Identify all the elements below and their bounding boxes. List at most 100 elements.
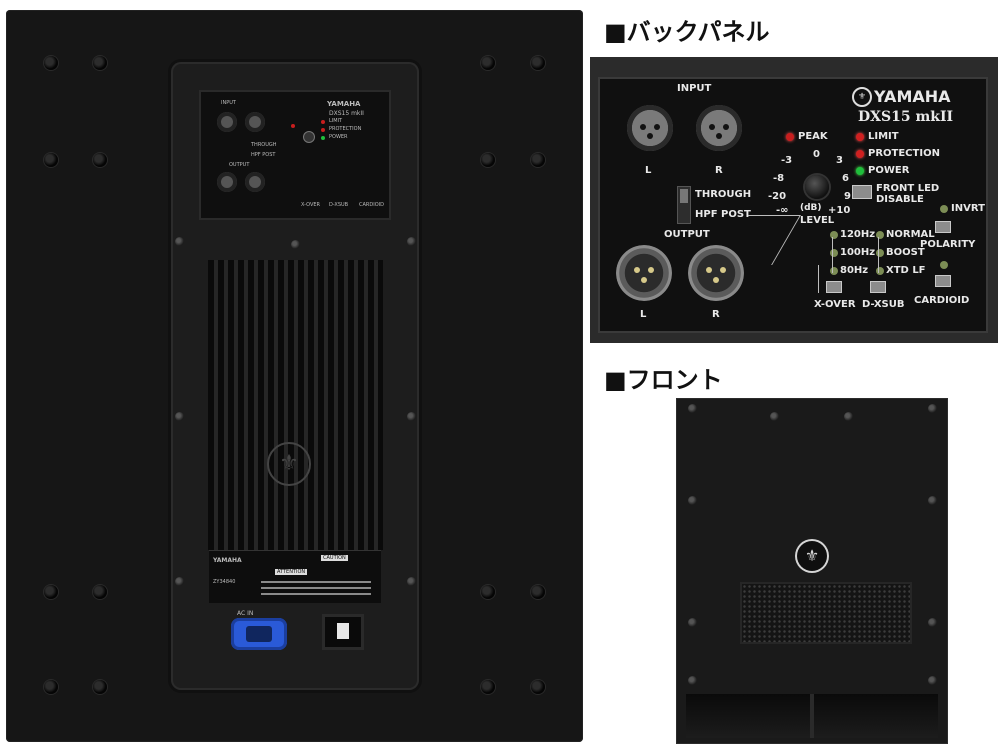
dial-m8: -8 bbox=[773, 173, 785, 184]
hpf-line bbox=[818, 265, 819, 293]
screw bbox=[93, 680, 107, 694]
dial-p10: +10 bbox=[828, 205, 851, 216]
xlr-input-l-jack bbox=[627, 105, 673, 151]
xlr-output-l-jack bbox=[616, 245, 672, 301]
screw bbox=[93, 56, 107, 70]
label-fine-print bbox=[261, 581, 371, 583]
yamaha-emblem-icon: ⚜ bbox=[267, 442, 311, 486]
heatsink bbox=[208, 260, 383, 550]
level-label: LEVEL bbox=[800, 215, 835, 226]
screw bbox=[928, 496, 937, 505]
input-label: INPUT bbox=[677, 83, 712, 94]
through-label: THROUGH bbox=[695, 189, 752, 200]
polarity-button bbox=[935, 221, 951, 233]
cardioid-button bbox=[935, 275, 951, 287]
xlr-output-r-jack bbox=[688, 245, 744, 301]
cardioid-label: CARDIOID bbox=[914, 295, 970, 306]
dxsub-xtd-led bbox=[876, 267, 884, 275]
xlr-input-r bbox=[245, 112, 265, 132]
brand-name: YAMAHA bbox=[874, 87, 951, 106]
back-panel-face: INPUT L R THROUGH HPF POST OUTPUT L R ⚜ … bbox=[600, 79, 986, 331]
dial-p3: 3 bbox=[836, 155, 843, 166]
screw bbox=[531, 680, 545, 694]
model-name: DXS15 mkII bbox=[858, 109, 954, 125]
mini-hpf-post: HPF POST bbox=[251, 152, 276, 158]
mini-output-label: OUTPUT bbox=[229, 162, 250, 168]
front-heading-text: ■フロント bbox=[604, 366, 723, 394]
mini-input-label: INPUT bbox=[221, 100, 236, 106]
dxsub-boost-label: BOOST bbox=[886, 247, 925, 258]
dial-p9: 9 bbox=[844, 191, 851, 202]
screw bbox=[481, 56, 495, 70]
front-view-photo: ⚜ bbox=[676, 398, 948, 744]
front-led-disable-button bbox=[852, 185, 872, 199]
xlr-output-r bbox=[245, 172, 265, 192]
disable-label: DISABLE bbox=[876, 194, 924, 205]
screw bbox=[481, 153, 495, 167]
xover-80-led bbox=[830, 267, 838, 275]
hpf-line bbox=[748, 215, 800, 216]
screw bbox=[291, 240, 300, 249]
dial-m3: -3 bbox=[781, 155, 793, 166]
front-led-label: FRONT LED bbox=[876, 183, 940, 194]
dxsub-normal-label: NORMAL bbox=[886, 229, 935, 240]
screw bbox=[175, 577, 184, 586]
mini-through: THROUGH bbox=[251, 142, 277, 148]
dial-zero: 0 bbox=[813, 149, 820, 160]
level-knob bbox=[805, 175, 829, 199]
xover-100-label: 100Hz bbox=[840, 247, 876, 258]
dial-minf: -∞ bbox=[776, 205, 789, 216]
amplifier-module: INPUT YAMAHA DXS15 mkII LIMIT PROTECTION… bbox=[171, 62, 419, 690]
dial-m20: -20 bbox=[768, 191, 787, 202]
cardioid-led bbox=[940, 261, 948, 269]
label-fine-print bbox=[261, 587, 371, 589]
screw bbox=[770, 412, 779, 421]
screw bbox=[531, 56, 545, 70]
screw bbox=[688, 496, 697, 505]
mini-cardioid: CARDIOID bbox=[359, 202, 384, 208]
mini-limit-led bbox=[321, 120, 325, 124]
d-xsub-label: D-XSUB bbox=[862, 299, 905, 310]
peak-label: PEAK bbox=[798, 131, 828, 142]
xlr-input-r-jack bbox=[696, 105, 742, 151]
polarity-label: POLARITY bbox=[920, 239, 976, 250]
screw bbox=[688, 404, 697, 413]
xover-80-label: 80Hz bbox=[840, 265, 869, 276]
xlr-output-l bbox=[217, 172, 237, 192]
screw bbox=[44, 585, 58, 599]
mini-d-xsub: D-XSUB bbox=[329, 202, 349, 208]
label-attention: ATTENTION bbox=[275, 569, 308, 575]
screw bbox=[481, 680, 495, 694]
screw bbox=[688, 676, 697, 685]
rating-label: YAMAHA ZY34840 CAUTION ATTENTION bbox=[209, 550, 381, 603]
screw bbox=[531, 585, 545, 599]
screw bbox=[481, 585, 495, 599]
power-label: POWER bbox=[868, 165, 910, 176]
screw bbox=[531, 153, 545, 167]
back-panel-closeup: INPUT L R THROUGH HPF POST OUTPUT L R ⚜ … bbox=[590, 57, 998, 343]
through-hpf-switch bbox=[678, 187, 690, 223]
xover-120-label: 120Hz bbox=[840, 229, 876, 240]
screw bbox=[688, 618, 697, 627]
screw bbox=[44, 680, 58, 694]
polarity-invrt-led bbox=[940, 205, 948, 213]
mini-limit: LIMIT bbox=[329, 118, 343, 124]
level-db: (dB) bbox=[800, 203, 822, 213]
yamaha-emblem-icon: ⚜ bbox=[797, 541, 827, 571]
bass-port bbox=[686, 694, 938, 738]
protection-led bbox=[856, 150, 864, 158]
screw bbox=[175, 412, 184, 421]
dial-p6: 6 bbox=[842, 173, 849, 184]
xover-100-led bbox=[830, 249, 838, 257]
rear-control-panel: INPUT YAMAHA DXS15 mkII LIMIT PROTECTION… bbox=[201, 92, 389, 218]
label-serial: ZY34840 bbox=[213, 579, 236, 585]
input-l-label: L bbox=[645, 165, 652, 176]
mini-x-over: X-OVER bbox=[301, 202, 321, 208]
mini-model: DXS15 mkII bbox=[329, 110, 364, 117]
front-heading: ■フロント bbox=[604, 360, 723, 395]
label-yamaha: YAMAHA bbox=[213, 557, 242, 564]
front-grille bbox=[742, 584, 910, 642]
mini-peak-led bbox=[291, 124, 295, 128]
dxsub-rail bbox=[878, 237, 879, 273]
mini-power: POWER bbox=[329, 134, 348, 140]
